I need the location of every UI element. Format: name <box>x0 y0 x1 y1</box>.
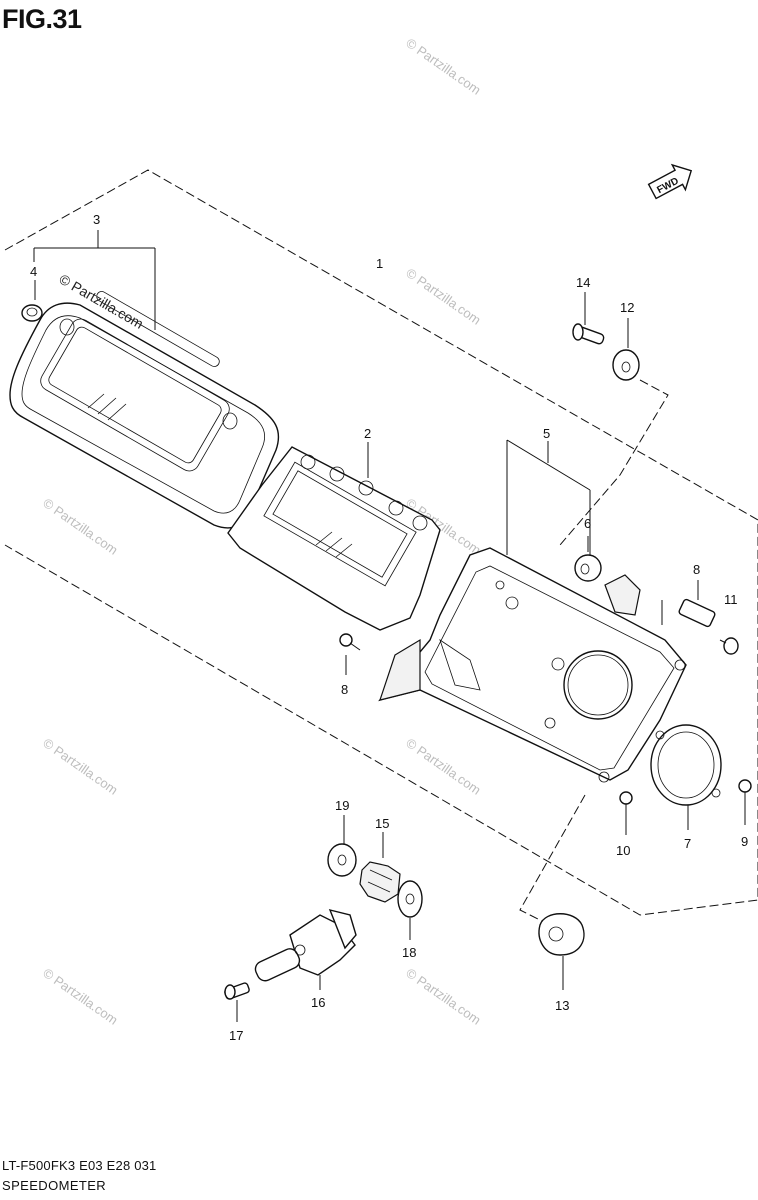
callout-9: 9 <box>741 834 748 849</box>
washer-part-19 <box>327 815 357 877</box>
bolt-part-17 <box>224 982 250 1022</box>
callout-3: 3 <box>93 212 100 227</box>
leader-12-6 <box>559 379 669 546</box>
figure-caption: SPEEDOMETER <box>2 1178 107 1193</box>
indicator-panel-part-2 <box>227 442 441 631</box>
callout-5: 5 <box>543 426 550 441</box>
model-code: LT-F500FK3 E03 E28 031 <box>2 1158 157 1173</box>
callout-17: 17 <box>229 1028 243 1043</box>
callout-16: 16 <box>311 995 325 1010</box>
callout-10: 10 <box>616 843 630 858</box>
assembly-outline <box>4 169 758 916</box>
callout-2: 2 <box>364 426 371 441</box>
watermark: © Partzilla.com <box>403 35 483 98</box>
gear-part-15 <box>359 832 401 903</box>
callout-7: 7 <box>684 836 691 851</box>
forward-arrow-icon: FWD <box>647 163 693 200</box>
screw-part-14 <box>572 292 605 345</box>
watermark: © Partzilla.com <box>40 965 120 1028</box>
cap-part-8-right <box>661 580 716 628</box>
bushing-part-6 <box>574 536 602 582</box>
callout-11: 11 <box>724 592 738 607</box>
watermark: © Partzilla.com <box>40 735 120 798</box>
grommet-part-12 <box>612 318 640 381</box>
washer-part-18 <box>397 880 423 940</box>
callout-8-left: 8 <box>341 682 348 697</box>
callout-8-right: 8 <box>693 562 700 577</box>
callout-19: 19 <box>335 798 349 813</box>
ring-part-7 <box>650 724 722 830</box>
bulb-part-4 <box>21 280 43 322</box>
screw-part-8-left <box>339 633 361 675</box>
screw-part-9 <box>738 779 752 825</box>
callout-12: 12 <box>620 300 634 315</box>
grommet-part-13 <box>538 913 585 990</box>
figure-title: FIG.31 <box>2 4 82 34</box>
leader-13 <box>519 794 586 926</box>
callout-1: 1 <box>376 256 383 271</box>
callout-6: 6 <box>584 516 591 531</box>
callout-13: 13 <box>555 998 569 1013</box>
speed-sensor-part-16 <box>254 908 357 990</box>
callout-15: 15 <box>375 816 389 831</box>
callout-14: 14 <box>576 275 590 290</box>
callout-18: 18 <box>402 945 416 960</box>
watermark: © Partzilla.com <box>403 735 483 798</box>
watermark: © Partzilla.com <box>403 965 483 1028</box>
meter-case-part-5 <box>378 439 687 783</box>
screw-part-10 <box>619 791 633 835</box>
callout-labels: 1 2 3 4 5 6 7 8 8 9 10 11 12 13 14 15 16… <box>30 212 748 1043</box>
lens-bezel-part-3 <box>9 291 280 529</box>
screw-part-11 <box>719 637 739 655</box>
callout-4: 4 <box>30 264 37 279</box>
watermark: © Partzilla.com <box>403 265 483 328</box>
callout-3-bracket <box>33 230 156 330</box>
watermark: © Partzilla.com <box>40 495 120 558</box>
